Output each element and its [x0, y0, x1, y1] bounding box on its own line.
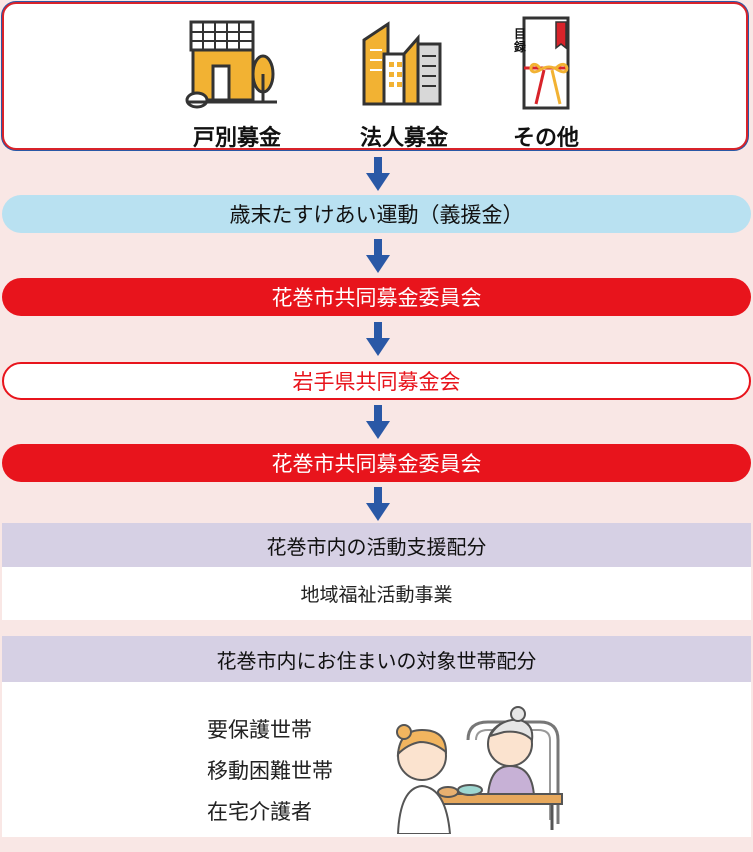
arrow-down-icon — [366, 322, 390, 356]
fundraising-sources-box: 戸別募金 法人募金 — [2, 2, 748, 151]
allocation-item: 地域福祉活動事業 — [300, 584, 453, 606]
allocation-item: 要保護世帯 — [207, 718, 312, 742]
house-icon — [185, 20, 277, 109]
allocation-title-activity-support: 花巻市内の活動支援配分 — [2, 523, 751, 567]
flow-step-city-committee-2: 花巻市共同募金委員会 — [2, 444, 751, 482]
envelope-text: 目録 — [513, 27, 526, 54]
arrow-down-icon — [366, 405, 390, 439]
allocation-body-households: 要保護世帯 移動困難世帯 在宅介護者 — [2, 682, 751, 837]
flow-step-year-end-campaign: 歳末たすけあい運動（義援金） — [2, 195, 751, 233]
arrow-down-icon — [366, 487, 390, 521]
allocation-body-activity-support: 地域福祉活動事業 — [2, 567, 751, 620]
caregiver-illustration — [396, 706, 563, 834]
allocation-item: 在宅介護者 — [207, 800, 312, 824]
source-label: その他 — [512, 126, 579, 151]
source-individual: 戸別募金 — [162, 14, 312, 151]
flow-step-city-committee: 花巻市共同募金委員会 — [2, 278, 751, 316]
source-label: 戸別募金 — [192, 126, 281, 151]
arrow-down-icon — [366, 239, 390, 273]
source-label: 法人募金 — [359, 126, 448, 151]
source-corporate: 法人募金 — [329, 14, 479, 151]
office-buildings-icon — [362, 21, 442, 106]
source-other: 目録 その他 — [471, 14, 621, 151]
allocation-item: 移動困難世帯 — [207, 759, 333, 783]
flow-step-prefecture-council: 岩手県共同募金会 — [2, 362, 751, 400]
allocation-title-households: 花巻市内にお住まいの対象世帯配分 — [2, 636, 751, 682]
household-list: 要保護世帯 移動困難世帯 在宅介護者 — [207, 710, 333, 833]
arrow-down-icon — [366, 157, 390, 191]
gift-envelope-icon — [522, 16, 570, 110]
